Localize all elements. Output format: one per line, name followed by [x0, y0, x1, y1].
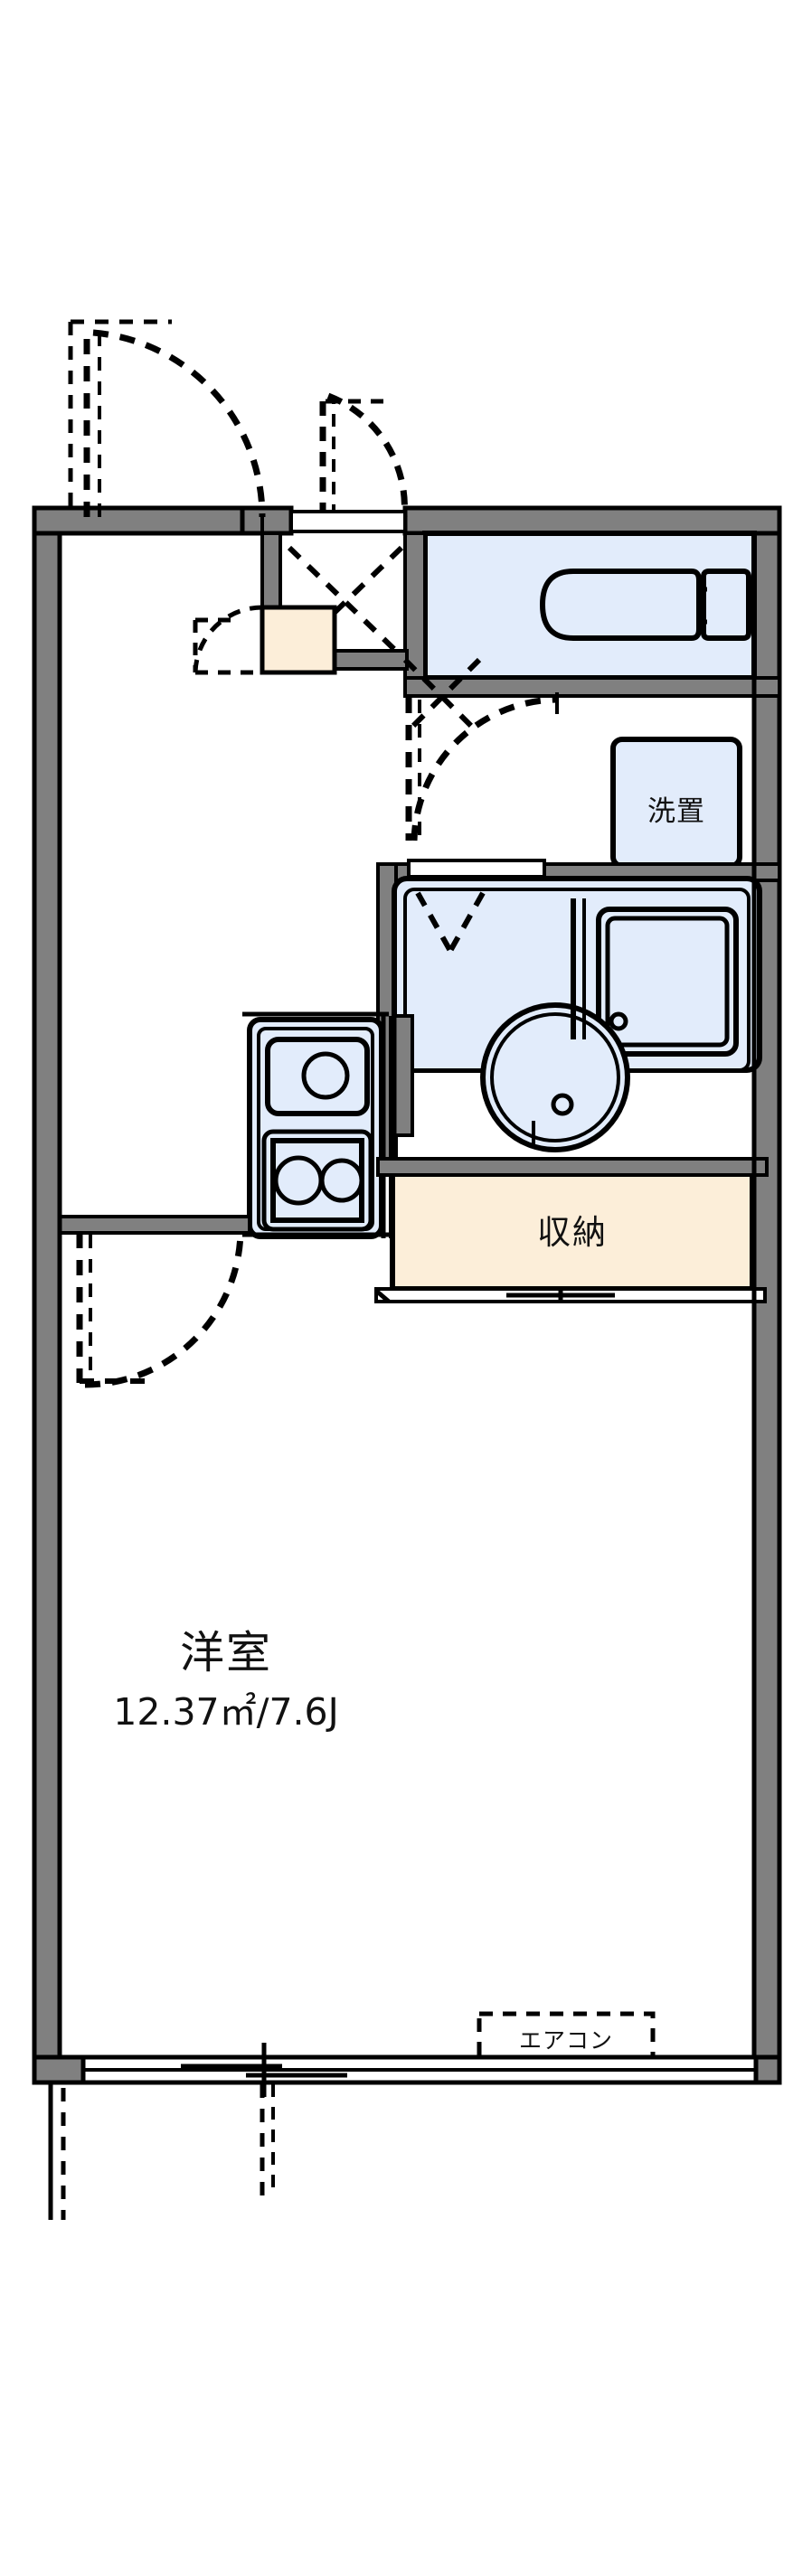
unit-bath [392, 876, 762, 1152]
washer-place-label: 洗置 [647, 795, 705, 828]
kitchen-unit [242, 1011, 392, 1239]
washer-place: 洗置 [610, 737, 742, 869]
interior-wall-lines [57, 531, 757, 2060]
storage-closet: 収納 [374, 1157, 769, 1303]
room-entry-door[interactable] [76, 1230, 244, 1388]
balcony-outline [48, 2084, 275, 2220]
toilet-door-outer-swing[interactable] [319, 392, 408, 518]
shoe-box [193, 605, 337, 675]
outer-walls [32, 505, 782, 2085]
main-room-area: 12.37㎡/7.6J [113, 1690, 338, 1734]
kitchen-partition-wall [392, 1014, 414, 1137]
sanitary-door-opening[interactable] [407, 859, 546, 879]
main-room-name: 洋室 [180, 1627, 272, 1678]
toilet-fixture [540, 569, 751, 641]
kitchen-room-divider [58, 1215, 251, 1235]
entrance-exterior-marks [68, 319, 389, 506]
storage-label: 収納 [537, 1213, 608, 1252]
main-room-labels: 洋室 12.37㎡/7.6J [113, 1627, 338, 1734]
air-conditioner-label: エアコン [519, 2027, 613, 2054]
balcony-window[interactable] [80, 2043, 759, 2097]
entrance-door-slab [289, 510, 407, 533]
living-room-door[interactable] [405, 692, 560, 841]
